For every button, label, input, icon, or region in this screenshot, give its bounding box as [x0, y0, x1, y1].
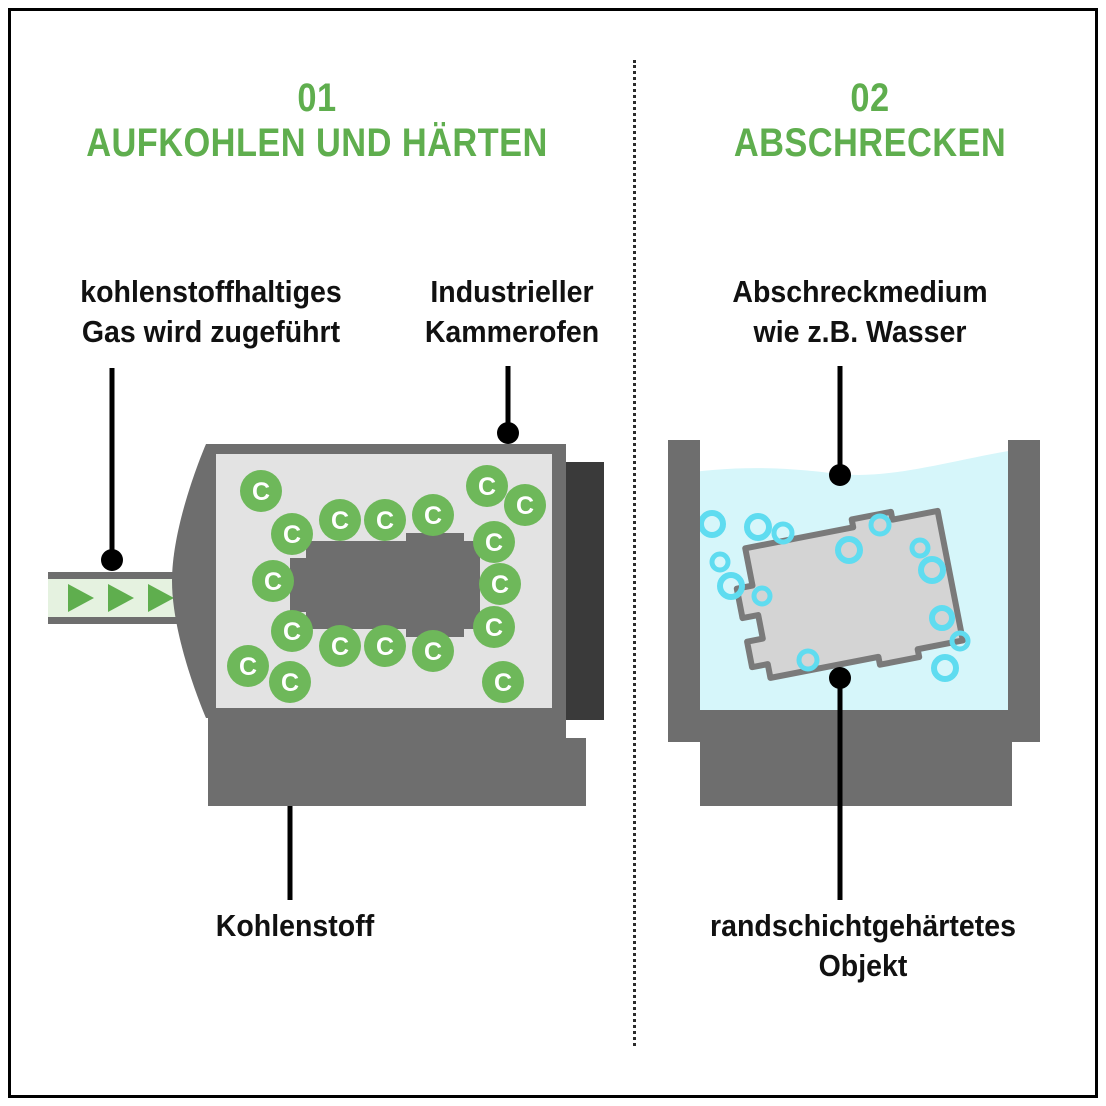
svg-text:C: C: [252, 478, 270, 506]
svg-text:C: C: [283, 521, 301, 549]
tank-wall-right: [1008, 440, 1040, 740]
label-quench-medium-line2: wie z.B. Wasser: [753, 313, 967, 349]
carbon-atom: C: [271, 513, 313, 555]
bubbles: [698, 510, 971, 682]
carbon-atom: C: [227, 645, 269, 687]
carbon-atom: C: [269, 661, 311, 703]
carbon-atom: C: [240, 470, 282, 512]
bubble: [698, 510, 726, 538]
carbon-atom: C: [319, 625, 361, 667]
svg-text:C: C: [376, 507, 394, 535]
bubble: [929, 605, 955, 631]
gas-flow-arrow-3: [148, 584, 174, 612]
carbon-atom: C: [473, 606, 515, 648]
svg-text:C: C: [491, 571, 509, 599]
quench-illustration: [668, 366, 1040, 900]
carbon-atom: C: [473, 521, 515, 563]
furnace-workpiece: [290, 533, 480, 637]
label-industrial-furnace: Industrieller Kammerofen: [405, 272, 618, 351]
tank-wall-left: [668, 440, 700, 740]
label-carbon: Kohlenstoff: [125, 906, 465, 946]
svg-text:C: C: [239, 653, 257, 681]
bubble: [751, 585, 773, 607]
carbon-atom: C: [482, 661, 524, 703]
gas-flow-arrow-2: [108, 584, 134, 612]
label-hardened-object-line2: Objekt: [818, 947, 908, 983]
label-industrial-furnace-line1: Industrieller: [430, 274, 594, 309]
carbon-atom: C: [412, 494, 454, 536]
svg-text:C: C: [485, 614, 503, 642]
step-01-number: 01: [297, 76, 337, 120]
label-industrial-furnace-line2: Kammerofen: [424, 313, 600, 349]
label-quench-medium-line1: Abschreckmedium: [732, 274, 988, 309]
svg-text:C: C: [283, 618, 301, 646]
carbon-atom: C: [271, 610, 313, 652]
bubble: [931, 654, 959, 682]
step-01-heading: 01 AUFKOHLEN UND HÄRTEN: [44, 76, 589, 166]
step-02-number: 02: [850, 76, 890, 120]
carbon-atom: C: [466, 465, 508, 507]
svg-text:C: C: [264, 568, 282, 596]
label-hardened-object-line1: randschichtgehärtetes: [710, 908, 1016, 943]
carbon-atom: C: [504, 484, 546, 526]
svg-text:C: C: [485, 529, 503, 557]
svg-text:C: C: [516, 492, 534, 520]
label-hardened-object: randschichtgehärtetes Objekt: [684, 906, 1043, 985]
bubble: [771, 521, 795, 545]
bubble: [796, 648, 820, 672]
step-02-heading: 02 ABSCHRECKEN: [667, 76, 1073, 166]
label-carbon-gas-line2: Gas wird zugeführt: [81, 313, 341, 349]
pipe-edge-bottom: [48, 617, 200, 624]
step-02-panel: 02 ABSCHRECKEN Abschreckmedium wie z.B. …: [634, 0, 1106, 1106]
leader-dot-furnace: [497, 422, 519, 444]
leader-dot-gas: [101, 549, 123, 571]
label-carbon-gas-line1: kohlenstoffhaltiges: [80, 274, 342, 309]
bubble: [909, 537, 931, 559]
svg-text:C: C: [331, 507, 349, 535]
bubble: [709, 551, 731, 573]
hardened-object: [733, 507, 966, 681]
leader-dot-medium: [829, 464, 851, 486]
tank-base: [700, 740, 1012, 806]
bubble: [868, 513, 892, 537]
furnace-base: [208, 718, 586, 806]
leader-dot-object: [829, 667, 851, 689]
bubble: [744, 513, 772, 541]
svg-text:C: C: [478, 473, 496, 501]
carbon-atom: C: [364, 625, 406, 667]
svg-text:C: C: [494, 669, 512, 697]
step-01-title: AUFKOHLEN UND HÄRTEN: [86, 120, 548, 165]
bubble: [835, 536, 863, 564]
label-carbon-gas: kohlenstoffhaltiges Gas wird zugeführt: [43, 272, 380, 351]
svg-text:C: C: [376, 633, 394, 661]
panel-divider: [633, 60, 636, 1046]
tank-wall-bottom: [668, 710, 1040, 742]
carbon-atoms: C C C C C C C C C C C C C C C C C C: [227, 465, 546, 703]
label-quench-medium: Abschreckmedium wie z.B. Wasser: [707, 272, 1012, 351]
carbon-atom: C: [364, 499, 406, 541]
bubble: [918, 556, 946, 584]
svg-text:C: C: [424, 638, 442, 666]
tank-walls: [668, 440, 1040, 742]
svg-text:C: C: [281, 669, 299, 697]
step-01-panel: 01 AUFKOHLEN UND HÄRTEN kohlenstoffhalti…: [43, 76, 618, 946]
carbon-atom: C: [319, 499, 361, 541]
carbon-atom: C: [479, 563, 521, 605]
carbon-atom: C: [252, 560, 294, 602]
step-02-title: ABSCHRECKEN: [733, 120, 1007, 165]
label-carbon-text: Kohlenstoff: [215, 908, 375, 943]
bubble: [717, 572, 745, 600]
pipe-edge-top: [48, 572, 200, 579]
svg-text:C: C: [424, 502, 442, 530]
hardened-object-body: [733, 507, 966, 681]
carbon-atom: C: [412, 630, 454, 672]
furnace-illustration: C C C C C C C C C C C C C C C C C C: [48, 366, 604, 900]
svg-text:C: C: [331, 633, 349, 661]
bubble: [949, 630, 971, 652]
gas-flow-arrow-1: [68, 584, 94, 612]
